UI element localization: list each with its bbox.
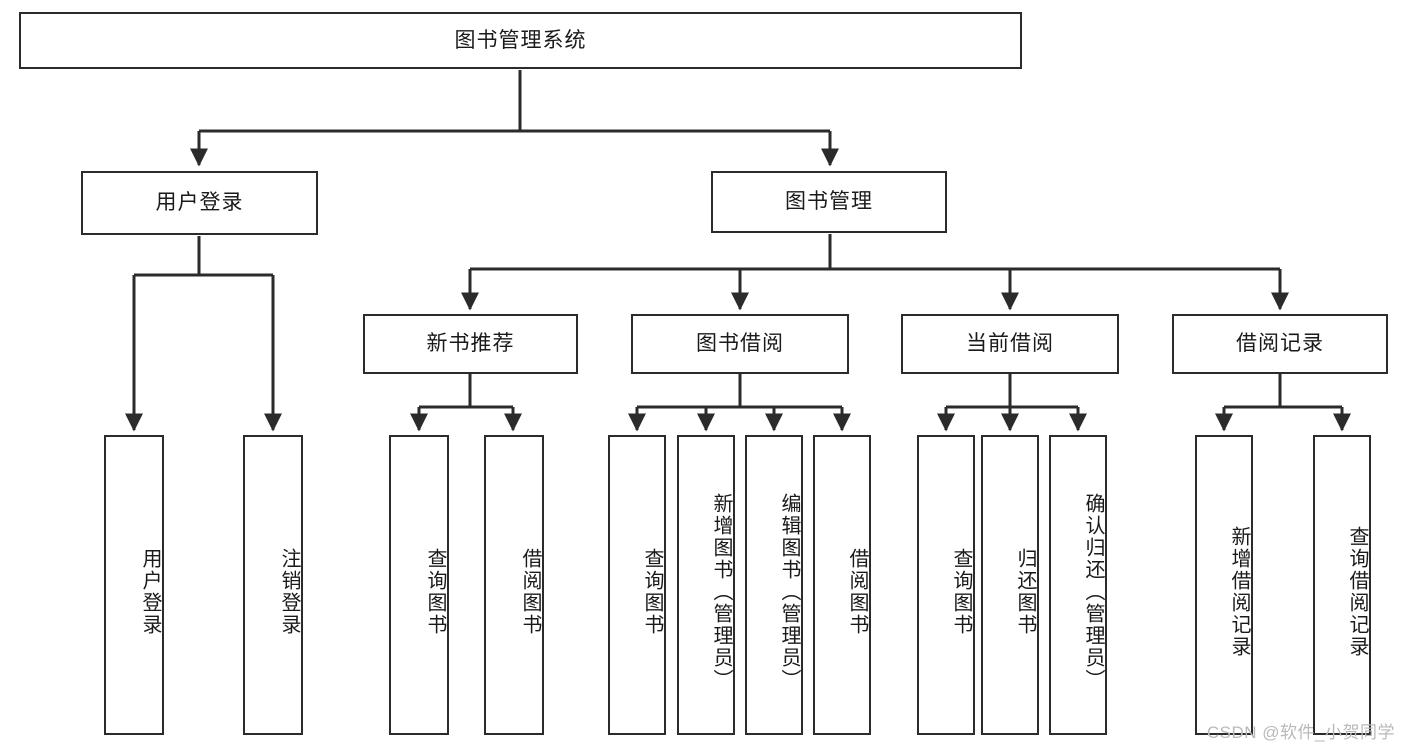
node-book-manage-label: 图书管理 <box>785 190 873 214</box>
node-leaf-query-book-2[interactable]: 查询图书 <box>608 435 666 735</box>
node-leaf-logout-label: 注销登录 <box>278 548 300 636</box>
node-book-borrow[interactable]: 图书借阅 <box>631 314 849 374</box>
node-root-system-label: 图书管理系统 <box>454 28 587 52</box>
node-leaf-query-record-label: 查询借阅记录 <box>1346 526 1368 658</box>
node-leaf-logout[interactable]: 注销登录 <box>243 435 303 735</box>
node-leaf-user-login[interactable]: 用户登录 <box>104 435 164 735</box>
node-leaf-add-book-label: 新增图书（管理员） <box>710 493 732 691</box>
node-new-book-recommend-label: 新书推荐 <box>426 332 515 356</box>
node-leaf-add-book[interactable]: 新增图书（管理员） <box>677 435 735 735</box>
node-leaf-query-book-3-label: 查询图书 <box>950 548 972 636</box>
node-borrow-record[interactable]: 借阅记录 <box>1172 314 1388 374</box>
node-leaf-query-record[interactable]: 查询借阅记录 <box>1313 435 1371 735</box>
node-root-system[interactable]: 图书管理系统 <box>19 12 1022 69</box>
node-new-book-recommend[interactable]: 新书推荐 <box>363 314 578 374</box>
node-user-login-label: 用户登录 <box>155 191 244 215</box>
node-leaf-confirm-return[interactable]: 确认归还（管理员） <box>1049 435 1107 735</box>
node-leaf-confirm-return-label: 确认归还（管理员） <box>1082 493 1104 691</box>
node-current-borrow-label: 当前借阅 <box>966 332 1054 356</box>
node-leaf-return-book[interactable]: 归还图书 <box>981 435 1039 735</box>
node-leaf-add-record[interactable]: 新增借阅记录 <box>1195 435 1253 735</box>
node-leaf-query-book-1[interactable]: 查询图书 <box>389 435 449 735</box>
node-leaf-query-book-3[interactable]: 查询图书 <box>917 435 975 735</box>
node-leaf-borrow-book-1-label: 借阅图书 <box>519 548 541 636</box>
node-leaf-borrow-book-2-label: 借阅图书 <box>846 548 868 636</box>
node-leaf-borrow-book-2[interactable]: 借阅图书 <box>813 435 871 735</box>
node-leaf-user-login-label: 用户登录 <box>139 548 161 636</box>
node-leaf-query-book-2-label: 查询图书 <box>641 548 663 636</box>
node-leaf-add-record-label: 新增借阅记录 <box>1228 526 1250 658</box>
node-leaf-edit-book[interactable]: 编辑图书（管理员） <box>745 435 803 735</box>
node-user-login[interactable]: 用户登录 <box>81 171 318 235</box>
node-current-borrow[interactable]: 当前借阅 <box>901 314 1119 374</box>
node-leaf-borrow-book-1[interactable]: 借阅图书 <box>484 435 544 735</box>
node-leaf-return-book-label: 归还图书 <box>1014 548 1036 636</box>
node-leaf-edit-book-label: 编辑图书（管理员） <box>778 493 800 691</box>
node-borrow-record-label: 借阅记录 <box>1236 332 1324 356</box>
node-book-manage[interactable]: 图书管理 <box>711 171 947 233</box>
node-book-borrow-label: 图书借阅 <box>696 332 784 356</box>
csdn-watermark: CSDN @软件_小贺同学 <box>1206 723 1395 742</box>
node-leaf-query-book-1-label: 查询图书 <box>424 548 446 636</box>
